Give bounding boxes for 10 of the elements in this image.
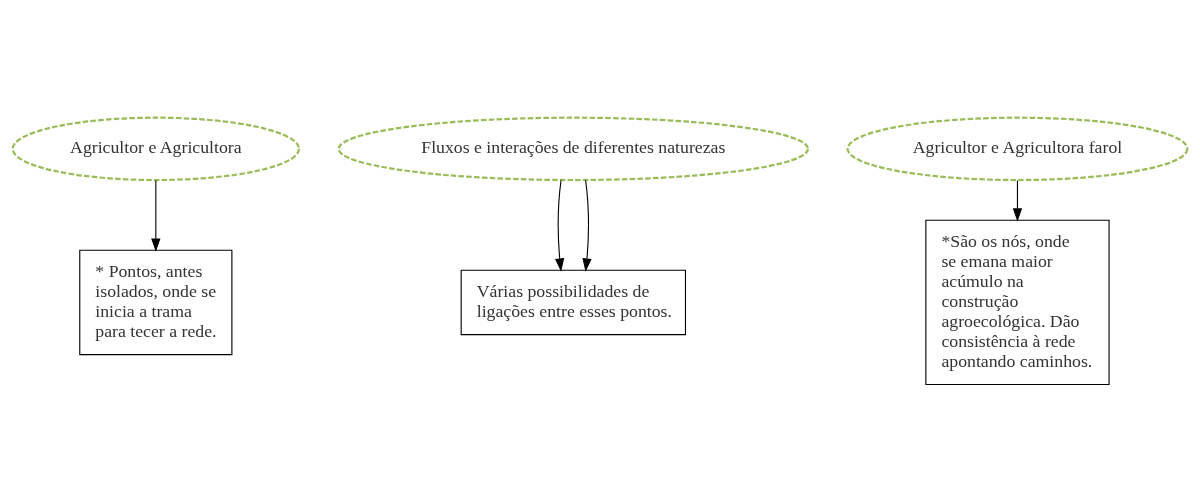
node-box: *São os nós, onde se emana maior acúmulo na construção agroecológica. Dão consistência à rede apontando caminhos. [925,219,1110,386]
node-ellipse: Agricultor e Agricultora farol [846,116,1189,182]
node-box: Várias possibilidades de ligações entre esses pontos. [460,269,687,336]
node-box: * Pontos, antes isolados, onde se inicia a trama para tecer a rede. [79,249,233,356]
arrow [1012,180,1023,222]
arrow [151,180,161,252]
arrow [555,179,565,272]
node-ellipse: Fluxos e interações de diferentes naturezas [337,116,810,182]
node-ellipse: Agricultor e Agricultora [11,116,301,182]
arrow [582,179,592,272]
